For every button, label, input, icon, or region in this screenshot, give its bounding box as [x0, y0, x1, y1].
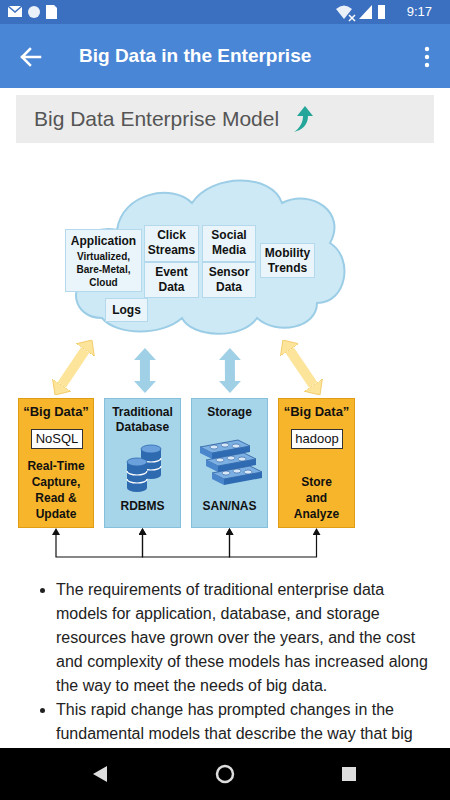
bus-connector	[143, 535, 230, 557]
box-heading: hadoop	[292, 431, 342, 447]
source-box: Mobility Trends	[260, 243, 315, 278]
status-icons	[8, 5, 385, 21]
tray-top	[212, 466, 262, 479]
tray-top	[206, 453, 256, 466]
tech-tag: NoSQL	[31, 429, 83, 449]
tray-side	[212, 473, 224, 485]
disk	[227, 456, 235, 460]
source-box: Sensor Data	[202, 262, 256, 298]
app-bar: Big Data in the Enterprise	[0, 24, 450, 88]
battery-icon	[378, 5, 385, 19]
sd-icon	[46, 5, 57, 19]
box-heading: Storage	[192, 405, 267, 420]
menu-dot	[425, 47, 429, 51]
storage-icon	[200, 440, 262, 485]
tray-front	[212, 446, 250, 459]
box-body: SAN/NAS	[192, 499, 267, 514]
bus-connector	[56, 535, 143, 557]
back-icon	[22, 49, 40, 65]
cylinder-stripe	[127, 471, 147, 483]
section-heading: Big Data Enterprise Model	[34, 95, 279, 143]
status-bar: 9:17	[0, 0, 450, 24]
nav-back	[93, 766, 107, 782]
tray-side	[200, 447, 212, 459]
wifi-off-mark	[349, 15, 355, 21]
tray-top	[200, 440, 250, 453]
cylinder-stripe	[141, 458, 161, 470]
bullet-text: This rapid change has prompted changes i…	[56, 698, 428, 746]
source-box: ApplicationVirtualized, Bare-Metal, Clou…	[65, 229, 142, 292]
flow-arrow	[225, 360, 235, 381]
menu-dot	[425, 55, 429, 59]
tray-front	[224, 472, 262, 485]
disk	[221, 443, 229, 447]
nav-home	[217, 766, 233, 782]
disk	[216, 458, 224, 462]
menu-dot	[425, 63, 429, 67]
cylinder-body	[127, 462, 147, 492]
disk	[210, 445, 218, 449]
up-arrow-icon	[294, 106, 313, 132]
flow-arrow	[62, 350, 86, 385]
storage-box: StorageSAN/NAS	[191, 398, 268, 528]
box-heading: Mobility Trends	[261, 246, 314, 276]
cylinder-top	[141, 445, 161, 453]
box-body: RDBMS	[105, 499, 180, 514]
tray-front	[218, 459, 256, 472]
signal-icon	[359, 5, 372, 19]
flow-arrow	[140, 360, 150, 381]
disk	[222, 471, 230, 475]
cylinder-body	[141, 449, 161, 479]
box-heading: Click Streams	[145, 228, 198, 258]
box-heading: NoSQL	[32, 431, 82, 447]
box-heading: Social Media	[203, 228, 255, 258]
disk	[238, 457, 246, 461]
nav-recents	[342, 767, 356, 781]
box-body: Virtualized, Bare-Metal, Cloud	[66, 250, 141, 289]
database-icon	[127, 445, 161, 492]
mail-icon	[8, 6, 22, 12]
box-body: Real-Time Capture, Read & Update	[19, 458, 93, 522]
box-heading: Traditional Database	[105, 405, 180, 435]
app-title: Big Data in the Enterprise	[79, 44, 311, 68]
mail-icon	[8, 6, 22, 17]
storage-tray	[206, 453, 256, 472]
source-box: Event Data	[144, 262, 199, 298]
wifi-icon	[336, 6, 352, 20]
sync-icon	[28, 6, 40, 18]
box-body: Store and Analyze	[279, 474, 354, 522]
source-box: Click Streams	[144, 225, 199, 262]
disk	[244, 470, 252, 474]
flow-arrow	[290, 350, 314, 385]
source-box: Logs	[105, 298, 148, 322]
disk	[233, 469, 241, 473]
bullet-list: The requirements of traditional enterpri…	[20, 578, 428, 746]
tray-side	[206, 460, 218, 472]
data-source-cloud: ApplicationVirtualized, Bare-Metal, Clou…	[62, 168, 347, 336]
box-heading: “Big Data”	[279, 404, 354, 420]
storage-tray	[212, 466, 262, 485]
box-heading: Logs	[106, 303, 147, 318]
source-box: Social Media	[202, 225, 256, 262]
box-heading: Application	[66, 234, 141, 249]
status-time: 9:17	[407, 4, 432, 20]
nav-icons	[0, 748, 450, 800]
section-band: Big Data Enterprise Model	[16, 95, 434, 143]
box-heading: “Big Data”	[19, 404, 93, 420]
big-data-box: “Big Data” Store and Analyze hadoop	[278, 398, 355, 528]
box-heading: Sensor Data	[203, 265, 255, 295]
bus-connector	[230, 535, 317, 557]
navigation-bar	[0, 748, 450, 800]
disk	[232, 444, 240, 448]
big-data-box: “Big Data” Real-Time Capture, Read & Upda…	[18, 398, 94, 528]
bullet-text: The requirements of traditional enterpri…	[56, 578, 428, 698]
storage-tray	[200, 440, 250, 459]
tech-tag: hadoop	[291, 429, 343, 449]
cylinder-top	[127, 458, 147, 466]
box-heading: Event Data	[145, 265, 198, 295]
database-box: Traditional DatabaseRDBMS	[104, 398, 181, 528]
